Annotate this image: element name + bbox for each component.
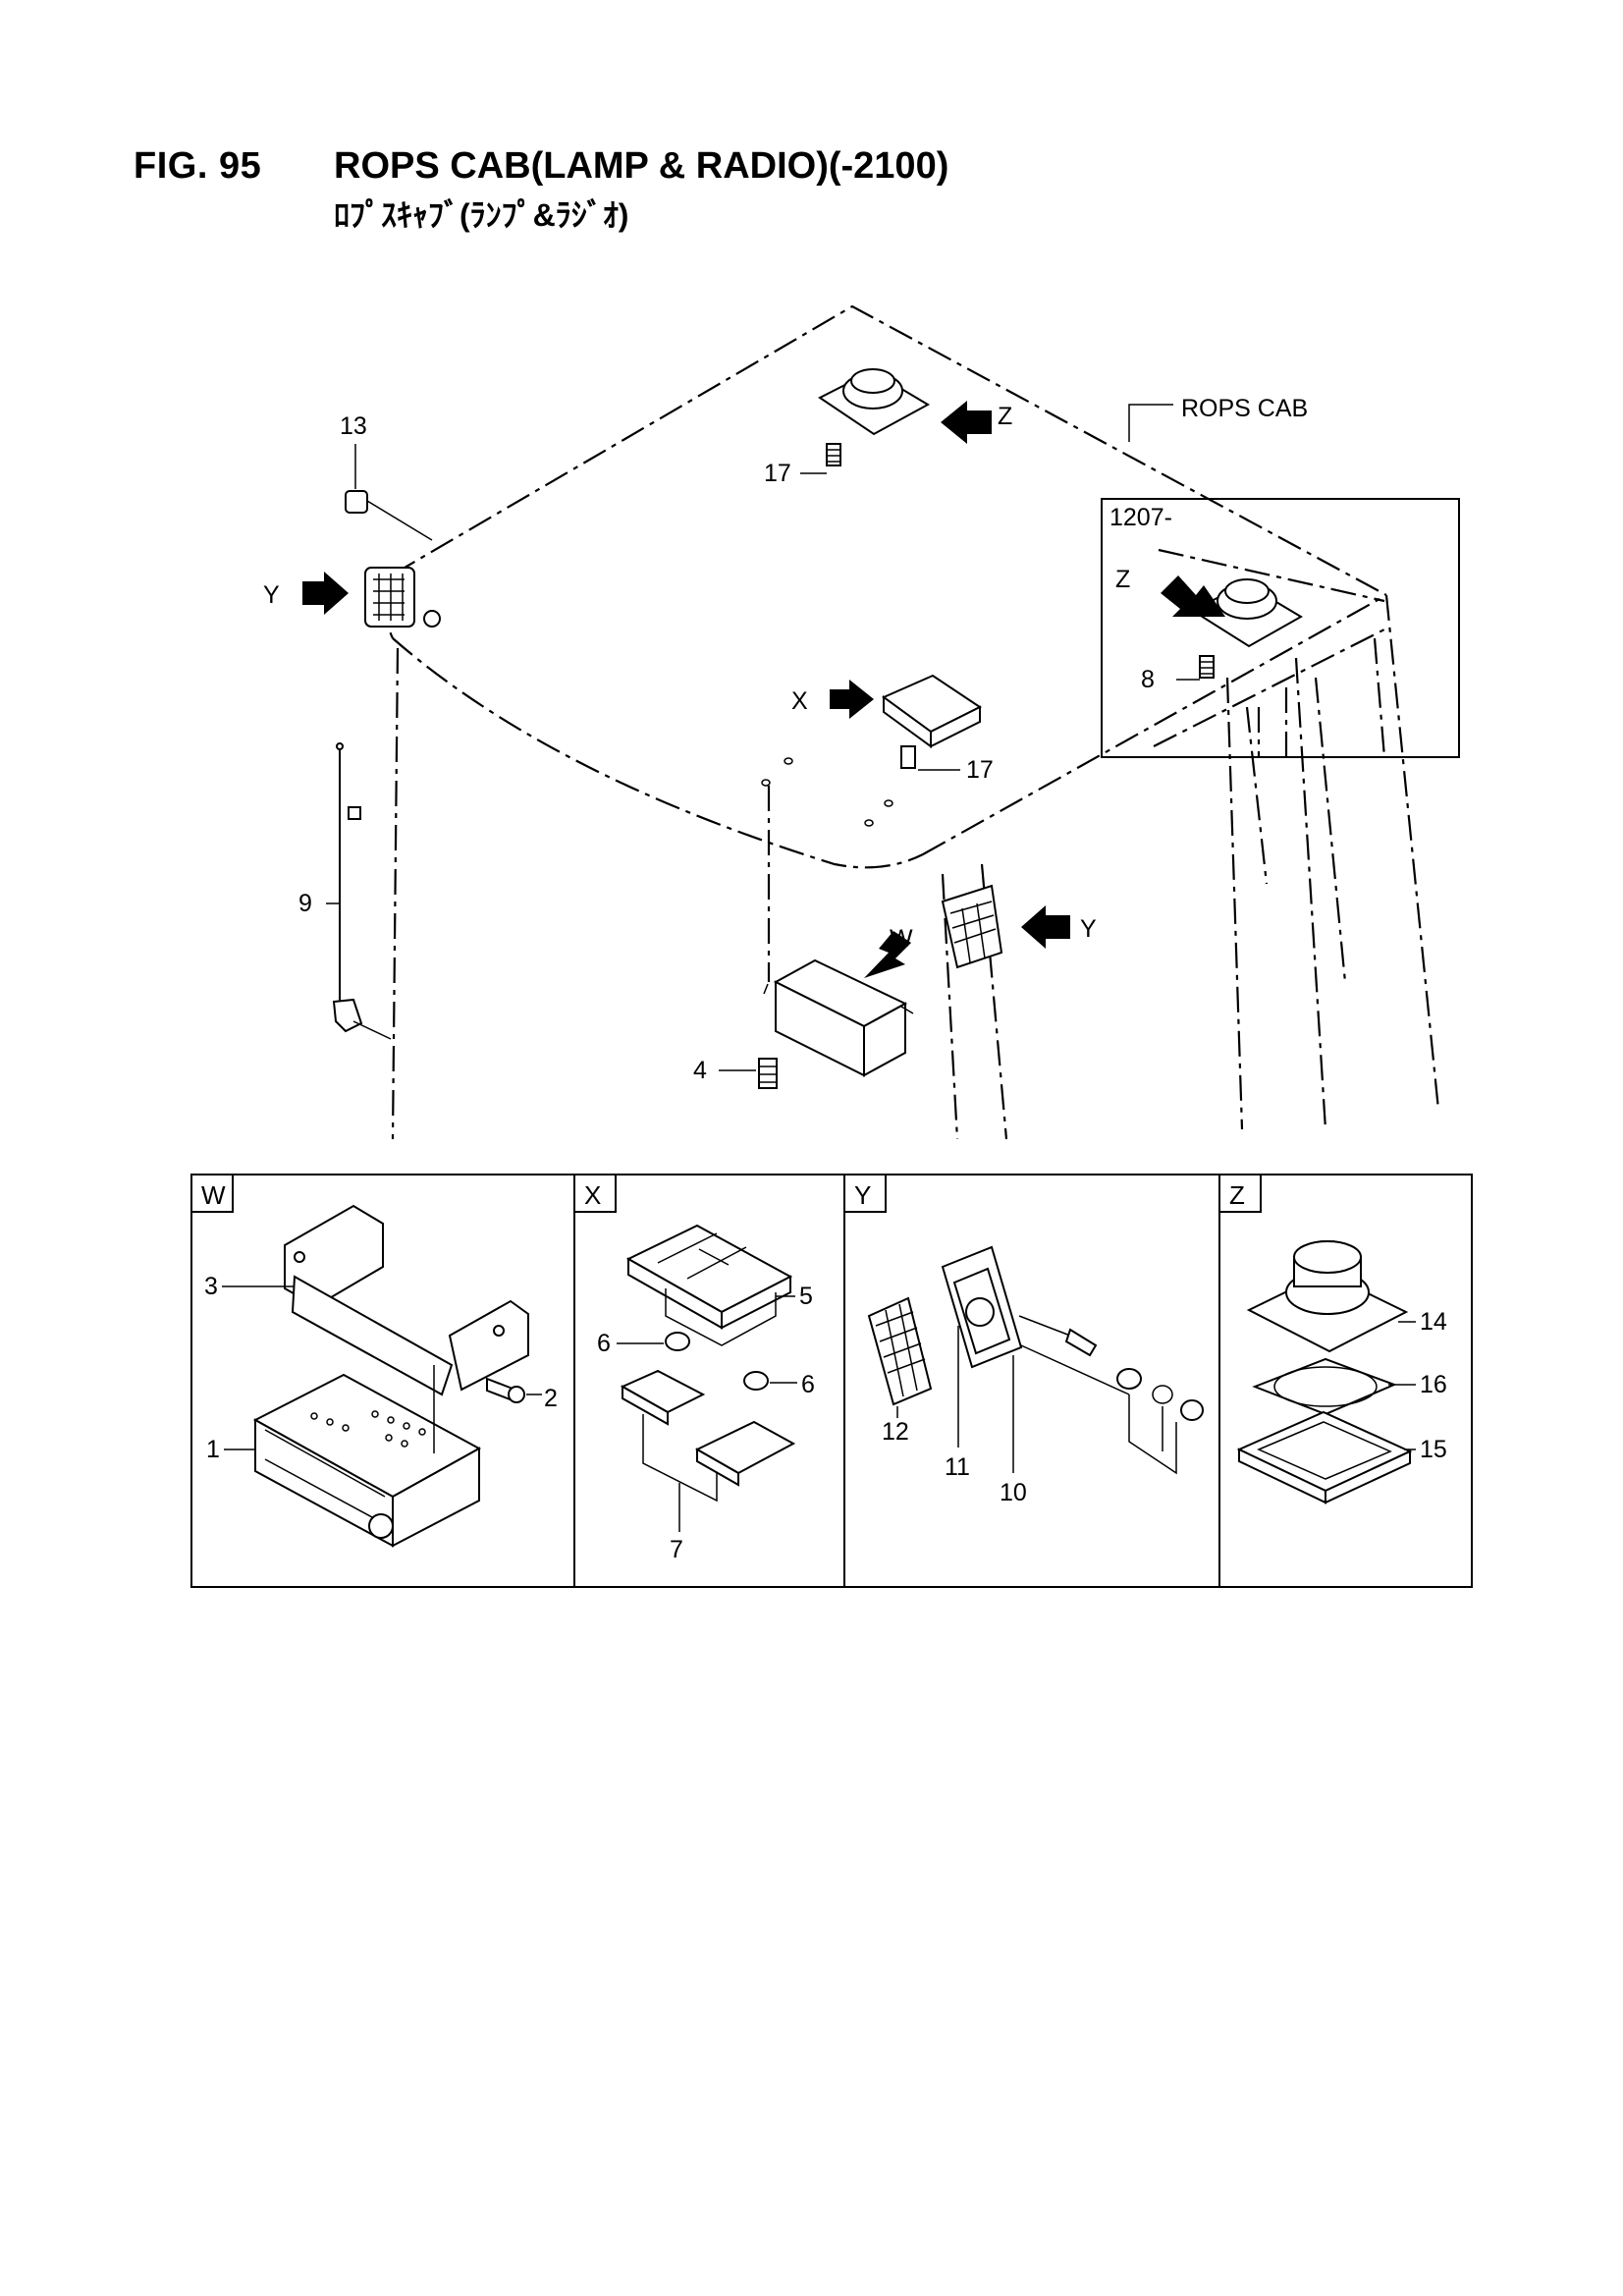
callout-4: 4 <box>693 1057 707 1084</box>
view-arrow-x-label: X <box>791 687 808 715</box>
panel-x-letter: X <box>584 1180 601 1210</box>
inset-panel: 1207- <box>1101 498 1460 758</box>
view-arrow-z-icon <box>941 401 992 444</box>
speaker-icon <box>818 368 931 466</box>
panel-y-letter: Y <box>854 1180 871 1210</box>
panel-z: Z 14 16 15 <box>1218 1174 1447 1504</box>
figure-title: ROPS CAB(LAMP & RADIO)(-2100) <box>334 145 949 187</box>
view-arrow-y-left-label: Y <box>263 581 280 609</box>
callout-7: 7 <box>670 1536 683 1563</box>
radio-buttons <box>310 1410 426 1448</box>
view-arrow-w-icon <box>864 931 911 978</box>
callout-3: 3 <box>204 1273 218 1300</box>
room-lamp-icon <box>882 674 982 769</box>
panel-x: X 5 6 6 7 <box>573 1174 815 1563</box>
view-arrow-w-label: W <box>890 925 913 953</box>
figure-subtitle: ﾛﾌﾟｽｷｬﾌﾞ(ﾗﾝﾌﾟ&ﾗｼﾞｵ) <box>334 197 629 233</box>
callout-6-a: 6 <box>597 1330 611 1357</box>
callout-11: 11 <box>945 1453 970 1481</box>
radio-box-icon <box>763 958 914 1077</box>
work-lamp-right-icon <box>941 884 1003 969</box>
view-arrow-z-inset-label: Z <box>1115 566 1130 593</box>
detail-panels <box>190 1174 1473 1588</box>
callout-6-b: 6 <box>801 1371 815 1398</box>
view-arrow-z-label: Z <box>998 403 1012 430</box>
callout-16: 16 <box>1420 1371 1447 1398</box>
view-arrow-x-icon <box>830 680 874 719</box>
view-arrow-y-left-icon <box>302 572 349 615</box>
figure-number: FIG. 95 <box>134 145 262 187</box>
panel-w: W 2 3 1 <box>190 1174 558 1548</box>
panel-w-letter: W <box>201 1180 226 1210</box>
inset-label: 1207- <box>1109 504 1172 531</box>
panel-z-letter: Z <box>1229 1180 1245 1210</box>
callout-12: 12 <box>882 1418 909 1446</box>
callout-14: 14 <box>1420 1308 1447 1336</box>
view-arrow-y-right-label: Y <box>1080 915 1097 943</box>
cab-label: ROPS CAB <box>1181 395 1308 422</box>
callout-17-top: 17 <box>764 460 791 487</box>
bolt-icon <box>758 1058 778 1089</box>
callout-10: 10 <box>1000 1479 1027 1506</box>
panel-y: Y 12 11 10 <box>843 1174 1204 1506</box>
work-lamp-left-icon <box>364 567 441 628</box>
callout-5: 5 <box>799 1283 813 1310</box>
grommet-icon <box>345 490 433 541</box>
view-arrow-y-right-icon <box>1021 905 1070 949</box>
callout-15: 15 <box>1420 1436 1447 1463</box>
antenna-icon <box>332 742 392 1040</box>
callout-9: 9 <box>298 890 312 917</box>
callout-8: 17 <box>966 756 994 784</box>
callout-17-inset: 8 <box>1141 666 1155 693</box>
callout-1: 1 <box>206 1436 220 1463</box>
roof-holes <box>761 757 893 827</box>
callout-2: 2 <box>544 1385 558 1412</box>
view-arrow-z-inset-icon <box>1161 575 1225 617</box>
callout-13: 13 <box>340 412 367 440</box>
